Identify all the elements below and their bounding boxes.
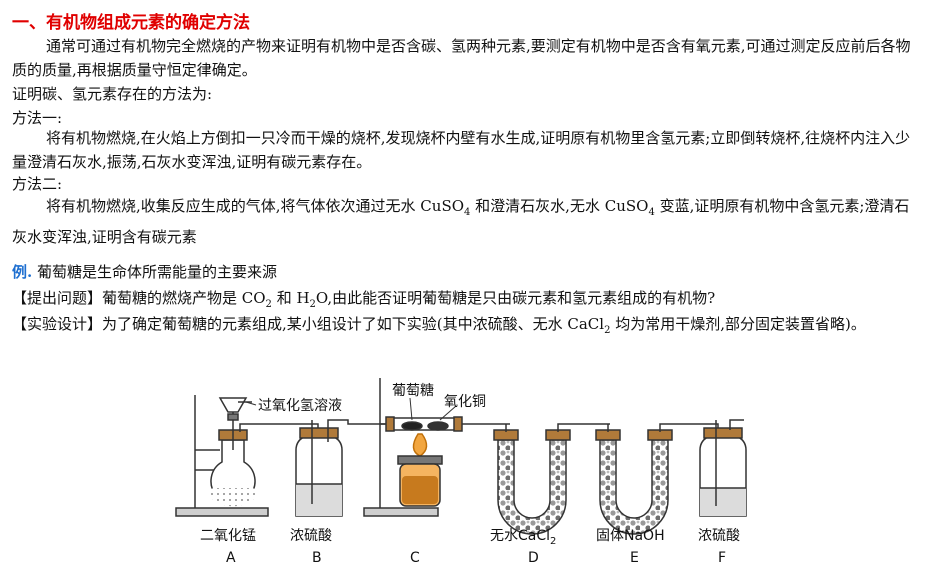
label-glucose: 葡萄糖 <box>392 383 434 399</box>
device-a-letter: A <box>226 550 236 566</box>
device-b-name: 浓硫酸 <box>290 528 332 544</box>
example-line: 例. 葡萄糖是生命体所需能量的主要来源 <box>12 263 278 281</box>
intro-paragraph: 通常可通过有机物完全燃烧的产物来证明有机物中是否含碳、氢两种元素,要测定有机物中… <box>12 37 911 79</box>
device-a-name: 二氧化锰 <box>200 528 256 544</box>
proof-line: 证明碳、氢元素存在的方法为: <box>12 85 213 103</box>
device-d <box>493 423 610 535</box>
device-d-letter: D <box>528 550 539 566</box>
method1-text: 将有机物燃烧,在火焰上方倒扣一只冷而干燥的烧杯,发现烧杯内壁有水生成,证明原有机… <box>12 129 911 171</box>
example-tag: 例. <box>12 263 33 281</box>
device-f-letter: F <box>718 550 726 566</box>
device-c-letter: C <box>410 550 420 566</box>
device-e-name: 固体NaOH <box>596 528 665 544</box>
design-paragraph: 【实验设计】为了确定葡萄糖的元素组成,某小组设计了如下实验(其中浓硫酸、无水 C… <box>12 315 866 336</box>
device-f-name: 浓硫酸 <box>698 528 740 544</box>
method1-title: 方法一: <box>12 109 63 127</box>
label-cuo: 氧化铜 <box>444 394 486 410</box>
device-b <box>295 419 392 517</box>
method2-title: 方法二: <box>12 175 63 193</box>
device-a <box>175 395 319 517</box>
method2-text: 将有机物燃烧,收集反应生成的气体,将气体依次通过无水 CuSO4 和澄清石灰水,… <box>12 197 910 246</box>
device-c <box>363 378 510 517</box>
section-heading: 一、有机物组成元素的确定方法 <box>12 13 250 33</box>
device-e-letter: E <box>630 550 639 566</box>
label-h2o2: 过氧化氢溶液 <box>258 398 342 414</box>
device-d-name: 无水CaCl2 <box>490 528 556 547</box>
device-f <box>699 419 747 517</box>
question-line: 【提出问题】葡萄糖的燃烧产物是 CO2 和 H2O,由此能否证明葡萄糖是只由碳元… <box>12 289 716 310</box>
device-b-letter: B <box>312 550 322 566</box>
